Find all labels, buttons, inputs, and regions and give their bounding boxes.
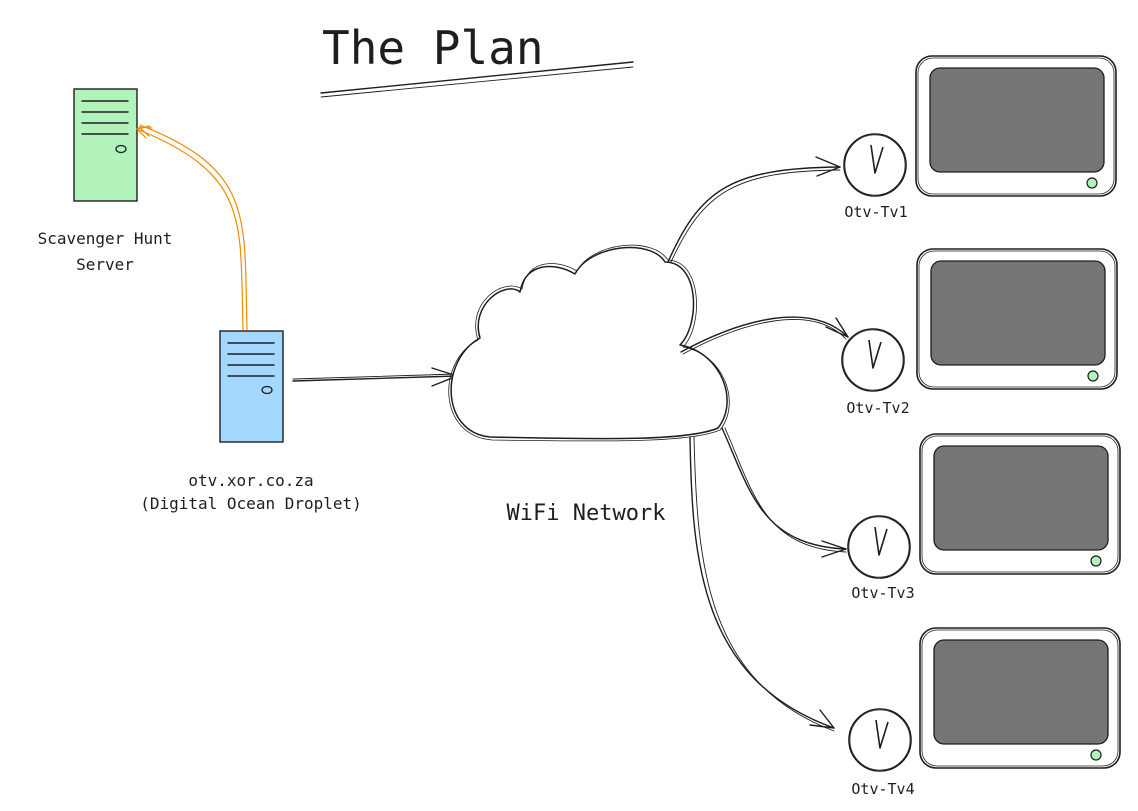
network-to-tv4-arrow [689, 436, 835, 732]
cloud-icon [448, 244, 730, 442]
tv-label-1: Otv-Tv1 [844, 203, 907, 221]
network-to-tv2-arrow [680, 316, 849, 355]
clock-icon [843, 133, 907, 197]
tv-device-2: Otv-Tv2 [841, 248, 1118, 417]
clock-icon [847, 515, 911, 579]
tv-label-4: Otv-Tv4 [851, 780, 914, 798]
droplet-to-network-arrow [292, 367, 458, 387]
tv-label-3: Otv-Tv3 [851, 584, 914, 602]
scavenger-hunt-server [73, 88, 138, 202]
droplet-server [219, 330, 284, 443]
tv-device-1: Otv-Tv1 [843, 55, 1117, 221]
tv-device-3: Otv-Tv3 [847, 433, 1121, 602]
tv-icon [919, 627, 1121, 769]
tv-device-4: Otv-Tv4 [848, 627, 1121, 798]
tv-icon [915, 55, 1117, 197]
tv-label-2: Otv-Tv2 [846, 399, 909, 417]
server-tower-icon [219, 330, 284, 443]
scavenger-server-label-line1: Scavenger Hunt [38, 229, 173, 248]
tv-icon [919, 433, 1121, 575]
clock-icon [841, 328, 905, 392]
droplet-to-scavenger-arrow [136, 124, 248, 331]
clock-icon [848, 708, 912, 772]
network-to-tv3-arrow [721, 427, 847, 558]
title-underline [320, 61, 634, 98]
droplet-server-label-line1: otv.xor.co.za [188, 471, 313, 490]
network-label: WiFi Network [507, 501, 666, 526]
diagram-title: The Plan [322, 21, 544, 75]
network-to-tv1-arrow [667, 156, 841, 263]
scavenger-server-label-line2: Server [76, 255, 134, 274]
droplet-server-label-line2: (Digital Ocean Droplet) [140, 494, 362, 513]
tv-icon [916, 248, 1118, 390]
server-tower-icon [73, 88, 138, 202]
